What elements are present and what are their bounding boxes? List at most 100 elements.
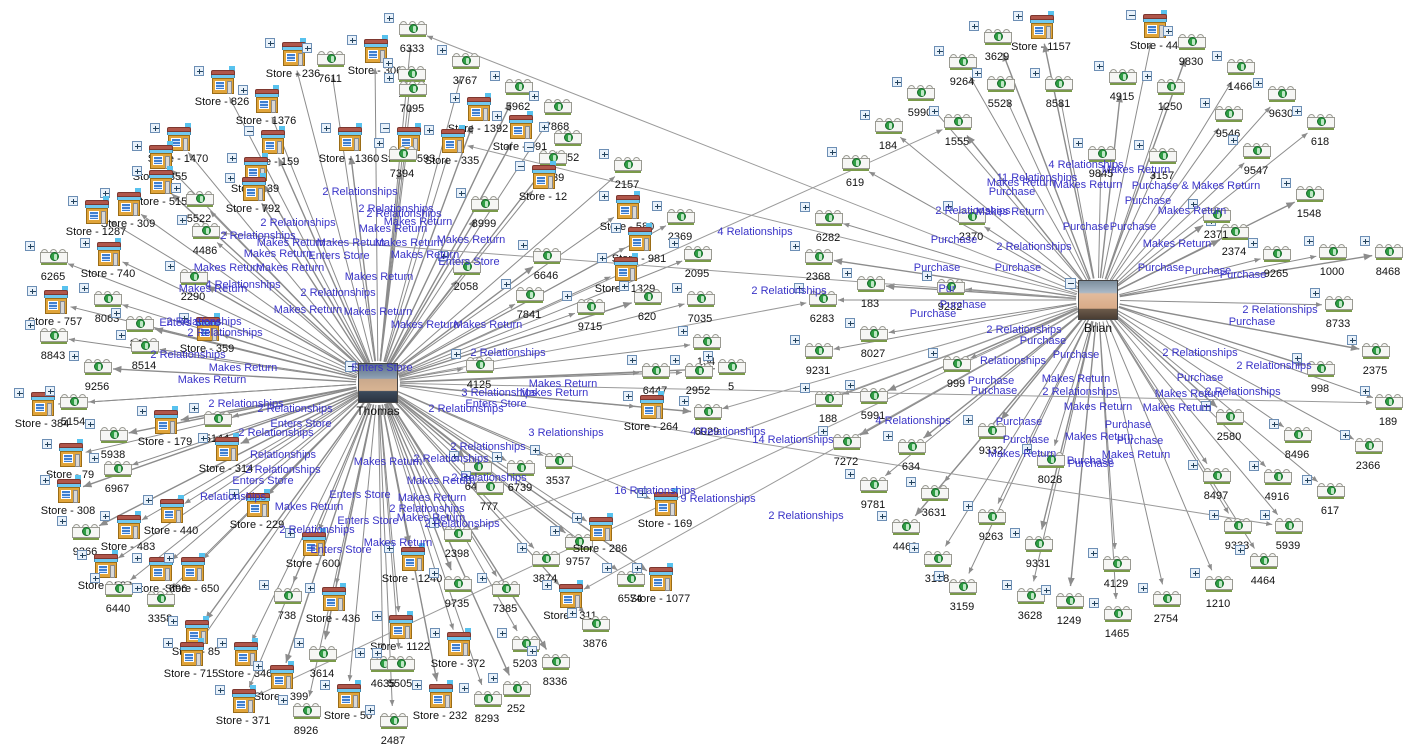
product-node[interactable]: 8497 xyxy=(1199,464,1233,490)
store-node[interactable]: Store - 1287 xyxy=(79,200,113,226)
expand-icon[interactable] xyxy=(492,111,502,121)
expand-icon[interactable] xyxy=(143,495,153,505)
product-node[interactable]: 7868 xyxy=(540,95,574,121)
expand-icon[interactable] xyxy=(669,238,679,248)
product-node[interactable]: 2580 xyxy=(1212,405,1246,431)
expand-icon[interactable] xyxy=(163,638,173,648)
expand-icon[interactable] xyxy=(132,553,142,563)
product-node[interactable]: 9735 xyxy=(440,572,474,598)
expand-icon[interactable] xyxy=(217,638,227,648)
product-node[interactable]: 9333 xyxy=(1220,514,1254,540)
product-node[interactable]: 3874 xyxy=(528,547,562,573)
expand-icon[interactable] xyxy=(611,223,621,233)
store-node[interactable]: Store - 981 xyxy=(622,227,656,253)
product-node[interactable]: 6646 xyxy=(529,244,563,270)
product-node[interactable]: 7394 xyxy=(385,142,419,168)
expand-icon[interactable] xyxy=(883,431,893,441)
expand-icon[interactable] xyxy=(842,268,852,278)
expand-icon[interactable] xyxy=(572,513,582,523)
expand-icon[interactable] xyxy=(928,348,938,358)
expand-icon[interactable] xyxy=(972,68,982,78)
expand-icon[interactable] xyxy=(25,241,35,251)
expand-icon[interactable] xyxy=(253,661,263,671)
expand-icon[interactable] xyxy=(302,43,312,53)
expand-icon[interactable] xyxy=(456,188,466,198)
expand-icon[interactable] xyxy=(132,583,142,593)
product-node[interactable]: 184 xyxy=(871,114,905,140)
expand-icon[interactable] xyxy=(800,383,810,393)
expand-icon[interactable] xyxy=(164,553,174,563)
store-node[interactable]: Store - 12 xyxy=(526,165,560,191)
product-node[interactable]: 7611 xyxy=(313,47,347,73)
store-node[interactable]: Store - 50 xyxy=(331,684,365,710)
expand-icon[interactable] xyxy=(168,616,178,626)
store-node[interactable]: Store - 79 xyxy=(53,443,87,469)
avatar[interactable] xyxy=(1078,280,1118,320)
product-node[interactable]: 1555 xyxy=(940,110,974,136)
expand-icon[interactable] xyxy=(194,66,204,76)
product-node[interactable]: 6447 xyxy=(638,359,672,385)
expand-icon[interactable] xyxy=(79,283,89,293)
product-node[interactable]: 5 xyxy=(714,355,748,381)
product-node[interactable]: 2487 xyxy=(376,709,410,735)
expand-icon[interactable] xyxy=(477,573,487,583)
expand-icon[interactable] xyxy=(790,335,800,345)
product-node[interactable]: 7385 xyxy=(488,577,522,603)
product-node[interactable]: 2754 xyxy=(1149,587,1183,613)
product-node[interactable]: 738 xyxy=(270,584,304,610)
product-node[interactable]: 2952 xyxy=(681,359,715,385)
expand-icon[interactable] xyxy=(492,452,502,462)
expand-icon[interactable] xyxy=(632,563,642,573)
expand-icon[interactable] xyxy=(1142,71,1152,81)
expand-icon[interactable] xyxy=(929,106,939,116)
expand-icon[interactable] xyxy=(1360,236,1370,246)
product-node[interactable]: 4916 xyxy=(1260,465,1294,491)
product-node[interactable]: 5144 xyxy=(200,407,234,433)
expand-icon[interactable] xyxy=(424,125,434,135)
product-node[interactable]: 1000 xyxy=(1315,240,1349,266)
expand-icon[interactable] xyxy=(150,123,160,133)
expand-icon[interactable] xyxy=(1269,419,1279,429)
expand-icon[interactable] xyxy=(116,330,126,340)
product-node[interactable]: 188 xyxy=(811,387,845,413)
product-node[interactable]: 183 xyxy=(853,272,887,298)
product-node[interactable]: 9630 xyxy=(1264,82,1298,108)
expand-icon[interactable] xyxy=(372,648,382,658)
expand-icon[interactable] xyxy=(429,568,439,578)
expand-icon[interactable] xyxy=(790,241,800,251)
expand-icon[interactable] xyxy=(678,326,688,336)
product-node[interactable]: 2095 xyxy=(680,242,714,268)
expand-icon[interactable] xyxy=(1235,545,1245,555)
expand-icon[interactable] xyxy=(40,475,50,485)
expand-icon[interactable] xyxy=(652,201,662,211)
expand-icon[interactable] xyxy=(451,349,461,359)
expand-icon[interactable] xyxy=(372,611,382,621)
store-node[interactable]: Store - 1329 xyxy=(608,257,642,283)
expand-icon[interactable] xyxy=(800,202,810,212)
product-node[interactable]: 8496 xyxy=(1280,423,1314,449)
expand-icon[interactable] xyxy=(171,183,181,193)
expand-icon[interactable] xyxy=(963,415,973,425)
expand-icon[interactable] xyxy=(619,281,629,291)
expand-icon[interactable] xyxy=(177,215,187,225)
store-node[interactable]: Store - 650 xyxy=(175,557,209,583)
expand-icon[interactable] xyxy=(305,583,315,593)
person-hub-brian[interactable]: Brian xyxy=(1078,280,1118,320)
store-node[interactable]: Store - 1157 xyxy=(1024,15,1058,41)
expand-icon[interactable] xyxy=(1302,475,1312,485)
product-node[interactable]: 619 xyxy=(838,151,872,177)
product-node[interactable]: 9830 xyxy=(1174,30,1208,56)
product-node[interactable]: 3614 xyxy=(305,642,339,668)
product-node[interactable]: 5505 xyxy=(383,652,417,678)
expand-icon[interactable] xyxy=(412,680,422,690)
expand-icon[interactable] xyxy=(450,93,460,103)
expand-icon[interactable] xyxy=(1281,178,1291,188)
expand-icon[interactable] xyxy=(934,46,944,56)
expand-icon[interactable] xyxy=(1030,68,1040,78)
expand-icon[interactable] xyxy=(1138,583,1148,593)
product-node[interactable]: 8027 xyxy=(856,322,890,348)
product-node[interactable]: 5154 xyxy=(56,390,90,416)
store-node[interactable]: Store - 436 xyxy=(316,587,350,613)
store-node[interactable]: Store - 286 xyxy=(583,517,617,543)
expand-icon[interactable] xyxy=(860,110,870,120)
